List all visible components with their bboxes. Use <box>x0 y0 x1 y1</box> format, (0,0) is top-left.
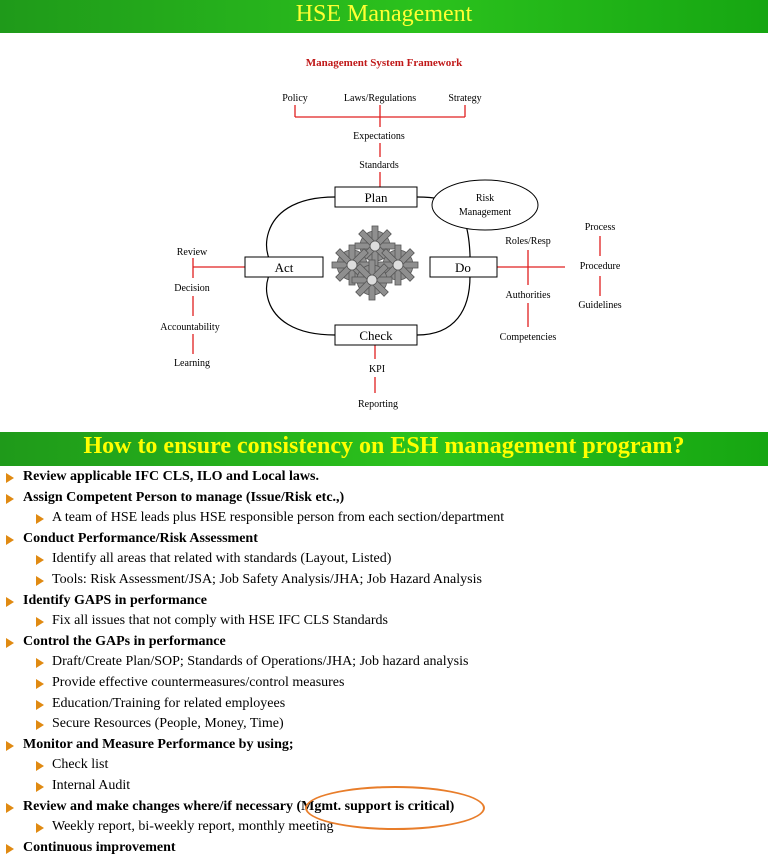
bullet-arrow-icon <box>6 637 14 648</box>
label-kpi: KPI <box>369 364 385 375</box>
bullet-text: Secure Resources (People, Money, Time) <box>52 716 284 732</box>
bullet-arrow-icon <box>36 720 44 731</box>
label-roles-resp: Roles/Resp <box>505 236 551 247</box>
do-box <box>429 256 498 278</box>
label-decision: Decision <box>174 283 210 294</box>
bullet-text: Provide effective countermeasures/contro… <box>52 675 345 690</box>
bullet-text: Control the GAPs in performance <box>23 633 226 649</box>
bullet-arrow-icon <box>36 576 44 586</box>
bullet-arrow-icon <box>6 596 14 607</box>
bullet-text: Review applicable IFC CLS, ILO and Local… <box>23 469 319 484</box>
bullet-text: Weekly report, bi-weekly report, monthly… <box>52 819 334 835</box>
management-framework-diagram: Management System Framework Policy Laws/… <box>160 57 621 410</box>
bullet-text: Tools: Risk Assessment/JSA; Job Safety A… <box>52 572 482 587</box>
bullet-text: Internal Audit <box>52 778 131 793</box>
label-accountability: Accountability <box>160 322 219 333</box>
label-laws-regulations: Laws/Regulations <box>344 93 416 104</box>
bullet-arrow-icon <box>6 802 14 813</box>
label-standards: Standards <box>359 160 399 171</box>
section-banner: How to ensure consistency on ESH managem… <box>0 432 768 466</box>
label-authorities: Authorities <box>506 290 551 301</box>
label-competencies: Competencies <box>500 332 557 343</box>
label-review: Review <box>177 247 208 258</box>
label-process: Process <box>585 222 616 233</box>
bullet-text: Identify GAPS in performance <box>23 592 207 608</box>
gears-icon <box>331 225 419 301</box>
bullet-arrow-icon <box>6 534 14 545</box>
plan-box <box>334 186 418 208</box>
bullet-text: Draft/Create Plan/SOP; Standards of Oper… <box>52 654 469 670</box>
bullet-text: Fix all issues that not comply with HSE … <box>52 613 389 629</box>
bullet-arrow-icon <box>36 823 44 834</box>
bullet-text: Check list <box>52 757 109 773</box>
label-reporting: Reporting <box>358 399 398 410</box>
section-title: How to ensure consistency on ESH managem… <box>83 433 685 459</box>
bullet-text: Assign Competent Person to manage (Issue… <box>23 489 345 505</box>
bullet-text: Conduct Performance/Risk Assessment <box>23 530 258 546</box>
risk-management-ellipse <box>431 179 539 231</box>
page-title: HSE Management <box>295 1 473 27</box>
bullet-arrow-icon <box>36 658 44 669</box>
label-guidelines: Guidelines <box>578 300 621 311</box>
label-strategy: Strategy <box>448 93 481 104</box>
diagram-title: Management System Framework <box>306 57 463 69</box>
label-procedure: Procedure <box>580 261 621 272</box>
label-expectations: Expectations <box>353 131 405 142</box>
bullet-arrow-icon <box>6 493 14 504</box>
act-box <box>244 256 324 278</box>
bullet-arrow-icon <box>36 679 44 689</box>
bullet-text: Identify all areas that related with sta… <box>52 551 392 567</box>
label-plan: Plan <box>364 190 388 205</box>
bullet-text: Continuous improvement <box>23 839 176 855</box>
bullet-arrow-icon <box>36 617 44 628</box>
label-act: Act <box>275 260 294 275</box>
bullet-arrow-icon <box>36 761 44 772</box>
bullet-arrow-icon <box>6 473 14 483</box>
highlight-ellipse <box>305 786 485 830</box>
label-policy: Policy <box>282 93 308 104</box>
bullet-text: A team of HSE leads plus HSE responsible… <box>52 510 505 526</box>
bullet-arrow-icon <box>6 740 14 751</box>
check-box <box>334 324 418 346</box>
bullet-arrow-icon <box>36 699 44 710</box>
bullet-arrow-icon <box>36 555 44 566</box>
bullet-arrow-icon <box>36 782 44 792</box>
header-banner: HSE Management <box>0 0 768 33</box>
label-do: Do <box>455 260 471 275</box>
label-check: Check <box>359 328 393 343</box>
bullet-arrow-icon <box>36 514 44 525</box>
label-learning: Learning <box>174 358 210 369</box>
bullet-text: Education/Training for related employees <box>52 695 286 711</box>
label-management: Management <box>459 207 511 218</box>
bullet-arrow-icon <box>6 843 14 854</box>
label-risk: Risk <box>476 193 494 204</box>
bullet-text: Monitor and Measure Performance by using… <box>23 736 294 752</box>
